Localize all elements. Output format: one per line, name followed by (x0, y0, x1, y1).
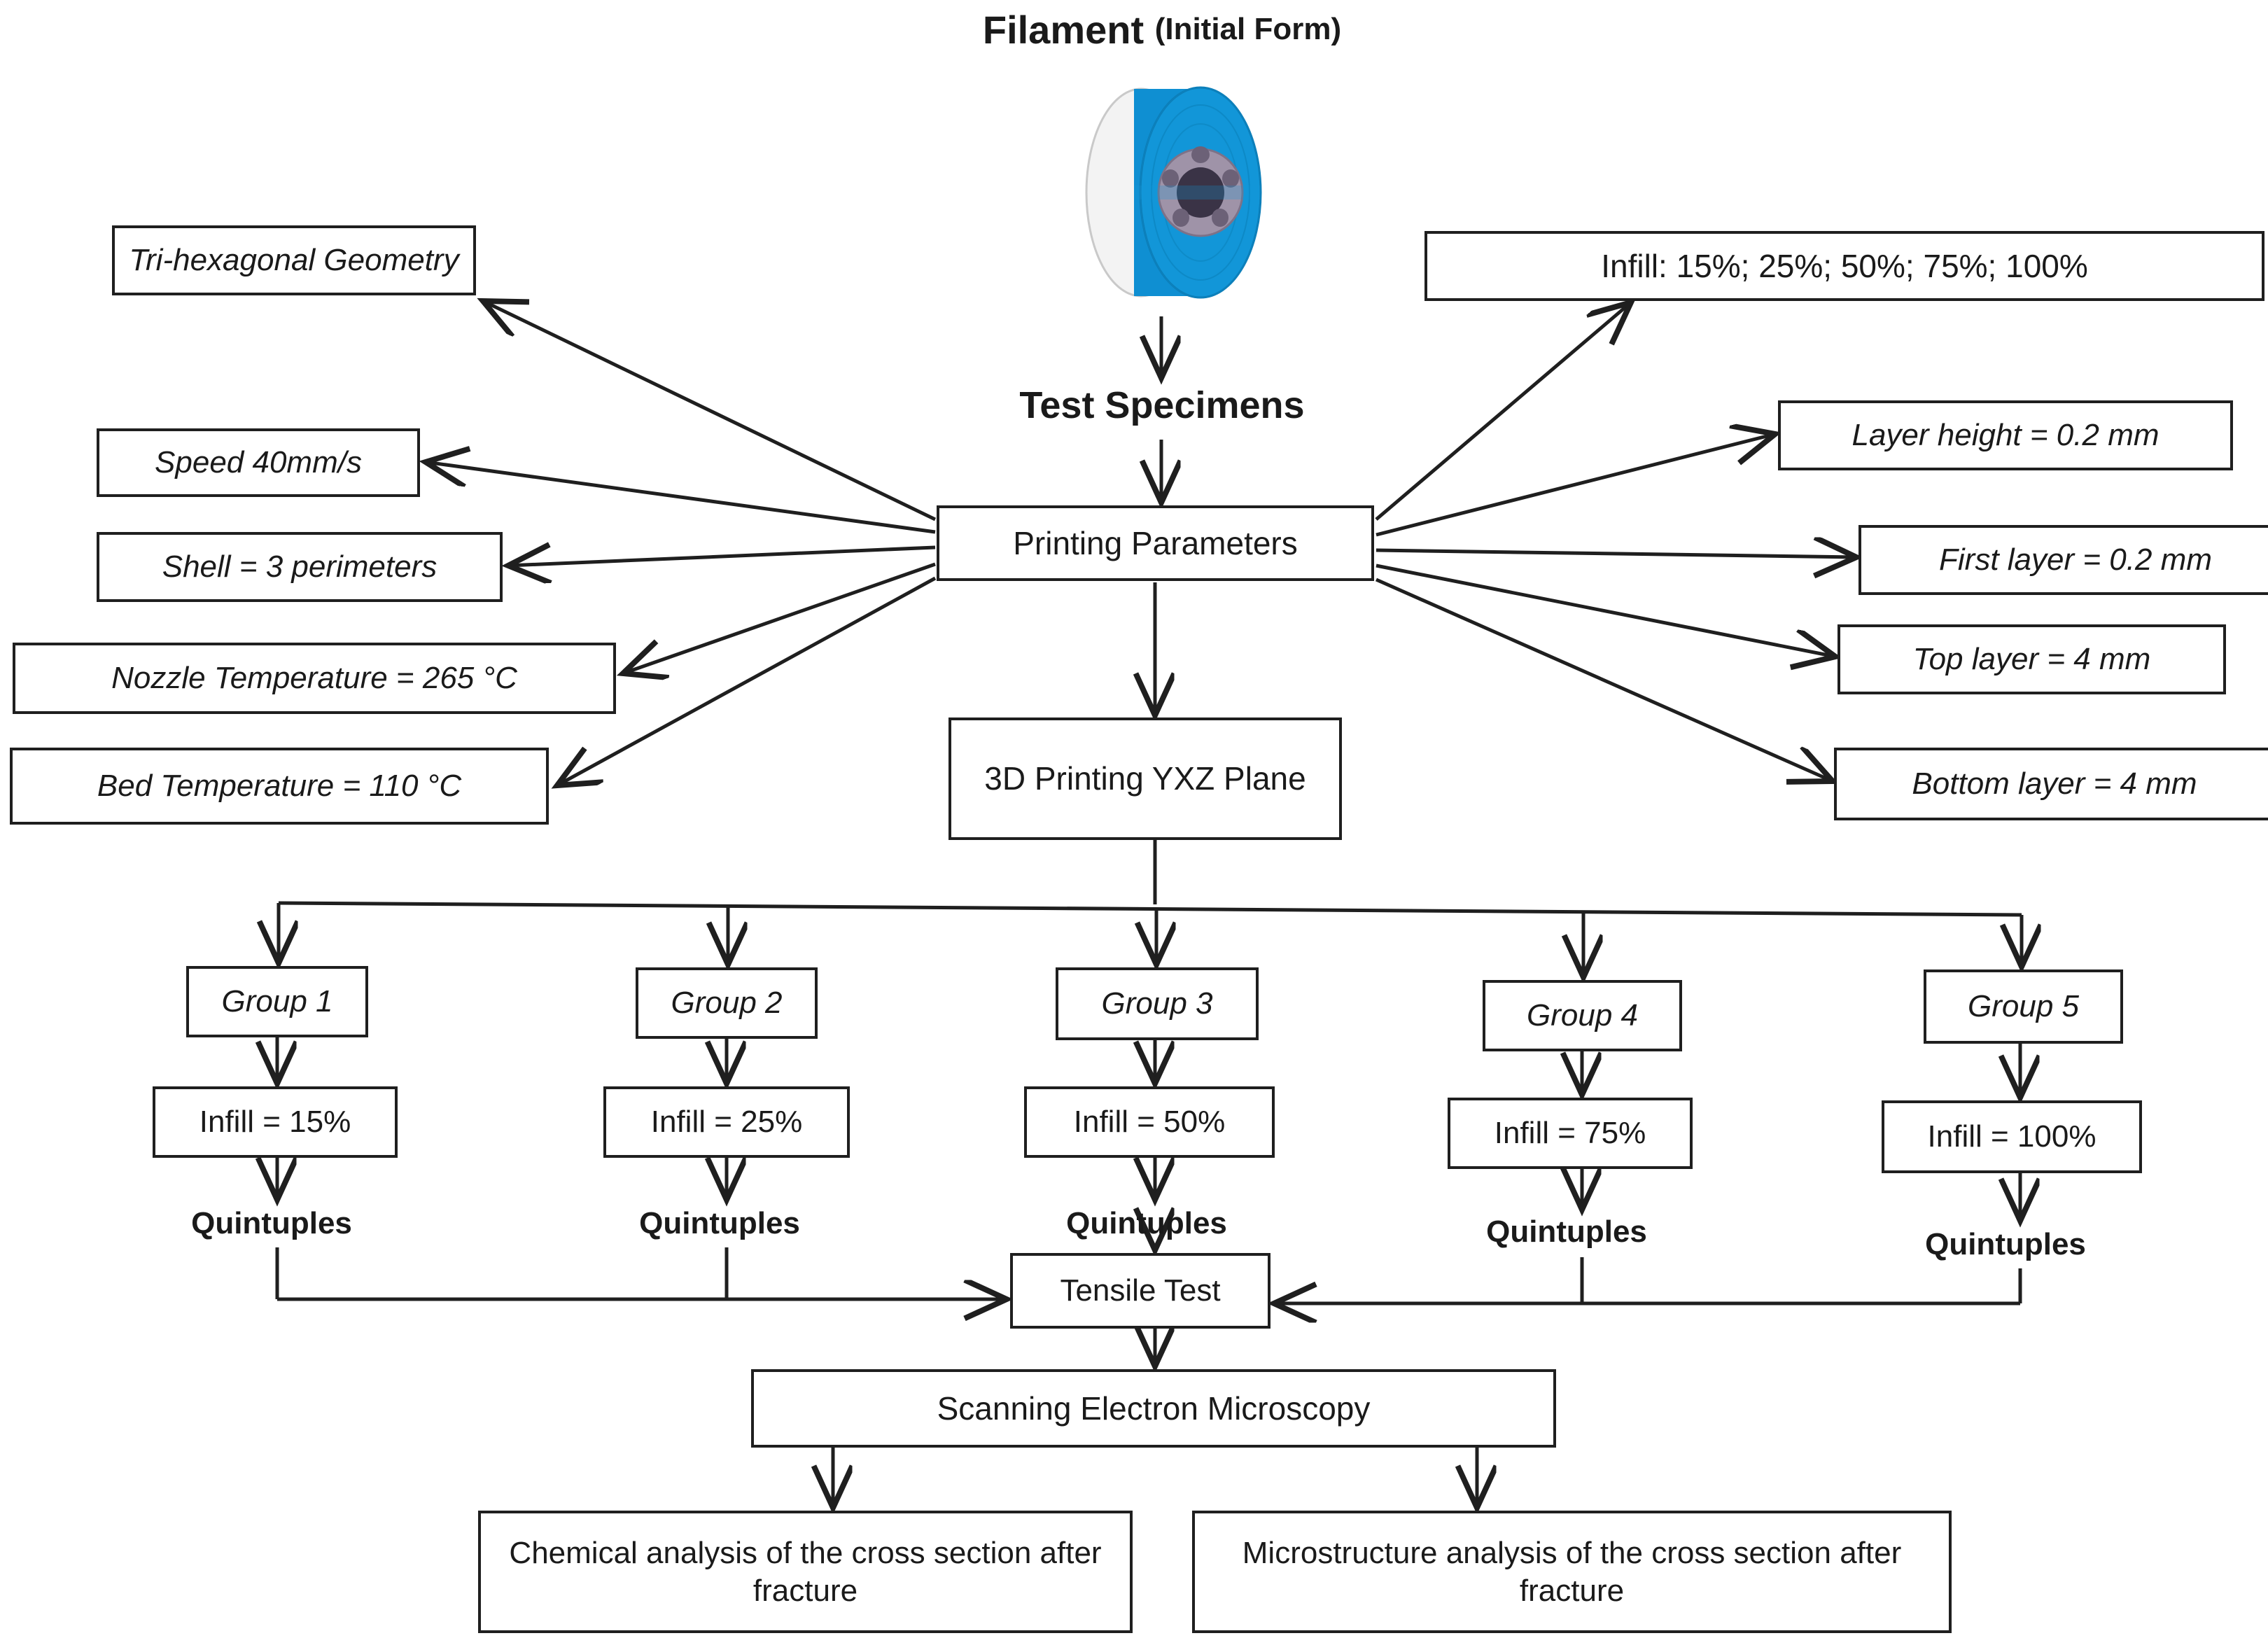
infill-box-2: Infill = 25% (603, 1086, 850, 1158)
infill-box-1: Infill = 15% (153, 1086, 398, 1158)
infill-box-4: Infill = 75% (1448, 1098, 1693, 1169)
chemical-analysis-box: Chemical analysis of the cross section a… (478, 1511, 1133, 1633)
param-box-layer-height: Layer height = 0.2 mm (1778, 400, 2233, 470)
param-box-first-layer: First layer = 0.2 mm (1858, 525, 2268, 595)
scanning-electron-microscopy-box: Scanning Electron Microscopy (751, 1369, 1556, 1448)
param-box-bottom-layer: Bottom layer = 4 mm (1834, 748, 2268, 820)
group-box-1: Group 1 (186, 966, 368, 1037)
printing-3d-plane-box: 3D Printing YXZ Plane (948, 718, 1342, 840)
replicates-label-1: Quintuples (191, 1206, 352, 1240)
microstructure-analysis-box: Microstructure analysis of the cross sec… (1192, 1511, 1952, 1633)
group-box-5: Group 5 (1924, 969, 2123, 1044)
param-box-top-layer: Top layer = 4 mm (1837, 624, 2226, 694)
replicates-label-2: Quintuples (639, 1206, 800, 1240)
param-box-nozzle-temperature: Nozzle Temperature = 265 °C (13, 643, 616, 714)
page-title: Filament (Initial Form) (812, 4, 1512, 55)
group-box-4: Group 4 (1483, 980, 1682, 1051)
replicates-label-4: Quintuples (1486, 1214, 1647, 1249)
param-box-geometry: Tri-hexagonal Geometry (112, 225, 476, 295)
title-main: Filament (982, 7, 1144, 52)
group-box-2: Group 2 (636, 967, 818, 1039)
tensile-test-box: Tensile Test (1010, 1253, 1270, 1329)
test-specimens-label: Test Specimens (1019, 384, 1305, 426)
title-sub: (Initial Form) (1154, 12, 1342, 46)
printing-parameters-box: Printing Parameters (937, 505, 1374, 581)
group-box-3: Group 3 (1056, 967, 1259, 1040)
param-box-speed: Speed 40mm/s (97, 428, 420, 497)
infill-box-5: Infill = 100% (1882, 1100, 2142, 1173)
param-box-infill-levels: Infill: 15%; 25%; 50%; 75%; 100% (1424, 231, 2264, 301)
param-box-shell: Shell = 3 perimeters (97, 532, 503, 602)
param-box-bed-temperature: Bed Temperature = 110 °C (10, 748, 549, 825)
infill-box-3: Infill = 50% (1024, 1086, 1275, 1158)
replicates-label-3: Quintuples (1066, 1206, 1227, 1240)
replicates-label-5: Quintuples (1925, 1227, 2086, 1261)
filament-spool-icon (1085, 86, 1262, 299)
